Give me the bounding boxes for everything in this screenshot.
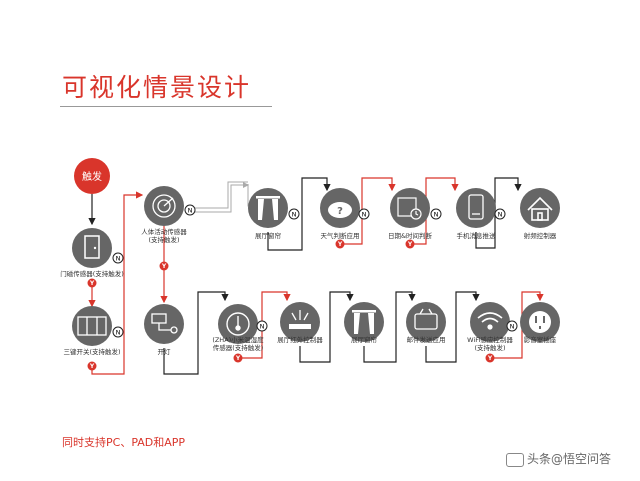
switch-node bbox=[72, 306, 112, 346]
door-node bbox=[72, 228, 112, 268]
wifi-node bbox=[470, 302, 510, 342]
push-node bbox=[456, 188, 496, 228]
svg-text:Y: Y bbox=[407, 241, 413, 248]
connector-curtain2-mail bbox=[363, 291, 416, 363]
mail-node bbox=[406, 302, 446, 342]
body-sensor-node bbox=[144, 186, 184, 226]
zha-node bbox=[218, 304, 258, 344]
curtain-icon bbox=[352, 310, 376, 334]
house-icon bbox=[527, 196, 553, 221]
house-label: 射频控制器 bbox=[523, 232, 557, 240]
connector-light-zha bbox=[163, 291, 229, 375]
mail-label: 邮件发送应用 bbox=[406, 336, 446, 344]
ir-node bbox=[280, 302, 320, 342]
svg-text:N: N bbox=[362, 211, 367, 219]
push-label: 手机消息推送 bbox=[456, 232, 496, 240]
socket-icon bbox=[529, 311, 551, 333]
svg-text:N: N bbox=[116, 255, 121, 263]
light-label: 开灯 bbox=[157, 348, 171, 356]
connector-weather-datetime bbox=[340, 177, 396, 245]
calendar-icon bbox=[397, 197, 422, 220]
connector-body-top-b bbox=[188, 182, 249, 213]
trigger-label: 触发 bbox=[82, 170, 102, 183]
speaker-label: 影音室插座 bbox=[523, 336, 557, 344]
door-icon bbox=[84, 235, 100, 259]
zha-label: (ZHA)小米温湿度传感器(支持触发) bbox=[212, 336, 264, 352]
curtain2-node bbox=[344, 302, 384, 342]
switch-icon bbox=[77, 316, 107, 336]
svg-text:Y: Y bbox=[89, 280, 95, 287]
svg-text:N: N bbox=[510, 323, 515, 331]
svg-text:Y: Y bbox=[89, 363, 95, 370]
cloud-icon: ? bbox=[328, 202, 352, 218]
trigger-node bbox=[74, 158, 110, 194]
light-node bbox=[144, 304, 184, 344]
lamp-icon bbox=[151, 313, 178, 334]
svg-text:N: N bbox=[260, 323, 265, 331]
wifi-label: WiFi感应控制器(支持触发) bbox=[467, 336, 513, 352]
svg-text:Y: Y bbox=[487, 355, 493, 362]
thermometer-icon bbox=[226, 312, 250, 336]
watermark: 头条@悟空问答 bbox=[506, 450, 611, 467]
page-title: 可视化情景设计 bbox=[62, 73, 252, 102]
svg-text:N: N bbox=[188, 207, 193, 215]
svg-text:N: N bbox=[116, 329, 121, 337]
wifi-icon bbox=[477, 312, 503, 330]
svg-text:Y: Y bbox=[235, 355, 241, 362]
door-label: 门磁传感器(支持触发) bbox=[60, 270, 124, 278]
mail-icon bbox=[414, 308, 438, 330]
svg-text:N: N bbox=[434, 211, 439, 219]
connector-body-top-a bbox=[188, 181, 248, 209]
infrared-icon bbox=[289, 310, 311, 329]
connector-curtain1-weather bbox=[267, 177, 331, 251]
curtain-icon bbox=[256, 196, 280, 220]
svg-text:?: ? bbox=[337, 206, 343, 217]
radar-icon bbox=[152, 194, 176, 218]
weather-node: ? bbox=[320, 188, 360, 228]
y-badges: Y Y Y Y Y Y Y bbox=[87, 239, 495, 371]
title-divider bbox=[60, 106, 272, 107]
connector-datetime-push bbox=[410, 177, 459, 245]
svg-text:Y: Y bbox=[161, 263, 167, 270]
datetime-label: 日期&时间判断 bbox=[387, 232, 433, 240]
chat-bubble-icon bbox=[506, 452, 524, 467]
datetime-node bbox=[390, 188, 430, 228]
footer-text: 同时支持PC、PAD和APP bbox=[62, 436, 186, 449]
connector-mail-wifi bbox=[425, 291, 480, 363]
curtain2-label: 展厅窗帘 bbox=[351, 336, 377, 344]
svg-text:Y: Y bbox=[337, 241, 343, 248]
connector-wifi-speaker bbox=[490, 291, 544, 359]
connector-zha-ir bbox=[238, 291, 291, 359]
n-badges: N N N N N N N N N bbox=[112, 204, 518, 338]
switch-label: 三键开关(支持触发) bbox=[63, 348, 121, 356]
body-sensor-label: 人体活动传感器(支持触发) bbox=[141, 228, 187, 244]
curtain1-node bbox=[248, 188, 288, 228]
ir-label: 展厅红外控制器 bbox=[277, 336, 323, 344]
speaker-node bbox=[520, 302, 560, 342]
house-node bbox=[520, 188, 560, 228]
connector-ir-curtain2 bbox=[299, 291, 354, 363]
svg-text:N: N bbox=[292, 211, 297, 219]
svg-text:N: N bbox=[498, 211, 503, 219]
phone-icon bbox=[468, 194, 484, 220]
weather-label: 天气判断应用 bbox=[320, 232, 360, 240]
curtain1-label: 展厅窗帘 bbox=[255, 232, 281, 240]
